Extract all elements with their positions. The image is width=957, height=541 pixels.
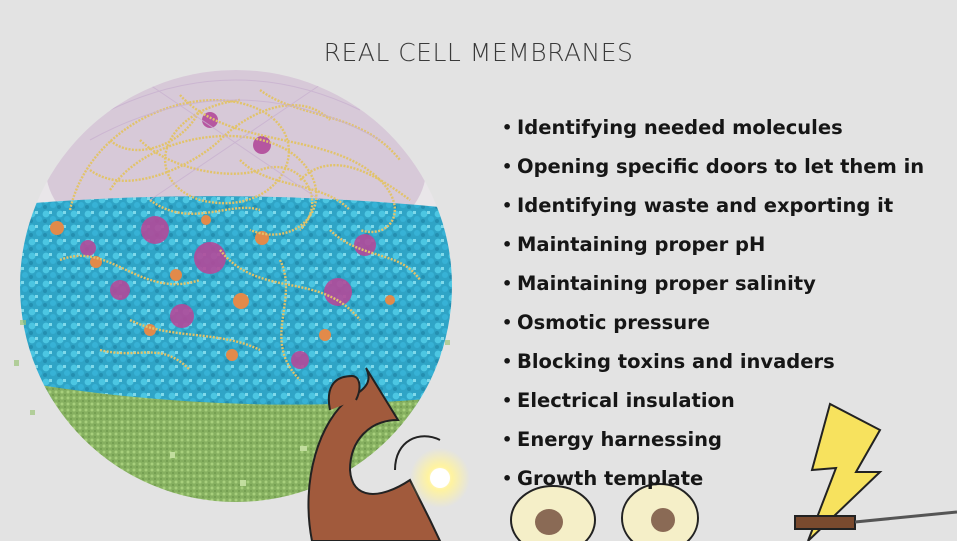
cartoon-hand [307, 367, 442, 541]
bullet-item: •Growth template [502, 459, 924, 498]
bullet-item: •Blocking toxins and invaders [502, 342, 924, 381]
bullet-glyph: • [502, 118, 513, 137]
bullet-text: Maintaining proper pH [517, 233, 766, 256]
bullet-item: •Osmotic pressure [502, 303, 924, 342]
bullet-text: Energy harnessing [517, 428, 723, 451]
bullet-item: •Maintaining proper pH [502, 225, 924, 264]
cell-sphere [20, 70, 452, 502]
bullet-text: Osmotic pressure [517, 311, 710, 334]
bullet-text: Blocking toxins and invaders [517, 350, 835, 373]
lightning-bolt-icon [794, 402, 957, 541]
bullet-glyph: • [502, 196, 513, 215]
bullet-text: Opening specific doors to let them in [517, 155, 925, 178]
bullet-glyph: • [502, 235, 513, 254]
bullet-item: •Identifying needed molecules [502, 108, 924, 147]
bullet-item: •Maintaining proper salinity [502, 264, 924, 303]
bullet-glyph: • [502, 157, 513, 176]
bullet-text: Identifying waste and exporting it [517, 194, 894, 217]
bullet-glyph: • [502, 274, 513, 293]
bullet-glyph: • [502, 430, 513, 449]
bullet-glyph: • [502, 469, 513, 488]
bullet-list: •Identifying needed molecules •Opening s… [502, 108, 924, 498]
bullet-item: •Energy harnessing [502, 420, 924, 459]
bullet-text: Electrical insulation [517, 389, 735, 412]
spark [410, 448, 470, 508]
slide-title: REAL CELL MEMBRANES [323, 38, 634, 67]
bullet-item: •Identifying waste and exporting it [502, 186, 924, 225]
bullet-glyph: • [502, 391, 513, 410]
bullet-glyph: • [502, 313, 513, 332]
bullet-item: •Electrical insulation [502, 381, 924, 420]
cartoon-faces [510, 483, 699, 541]
fiber-strands [59, 89, 421, 381]
bullet-text: Identifying needed molecules [517, 116, 843, 139]
bullet-item: •Opening specific doors to let them in [502, 147, 924, 186]
bullet-text: Growth template [517, 467, 704, 490]
bullet-glyph: • [502, 352, 513, 371]
bullet-text: Maintaining proper salinity [517, 272, 816, 295]
